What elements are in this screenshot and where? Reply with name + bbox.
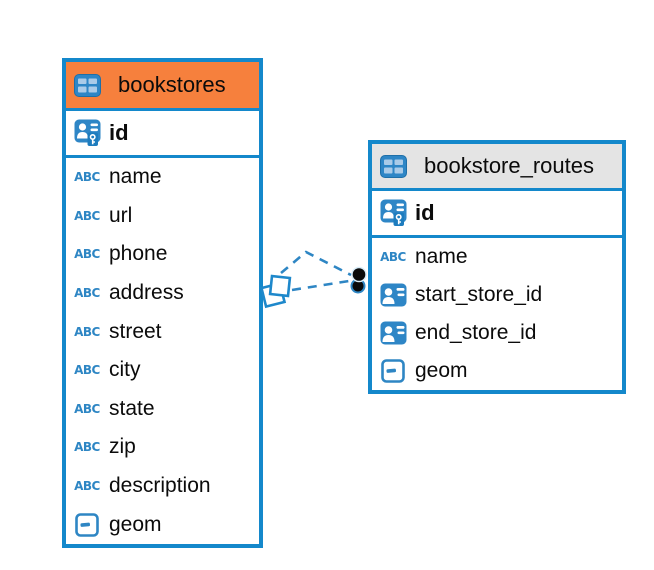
field-row-phone[interactable]: ABC phone [66,235,259,274]
field-row-geom[interactable]: geom [372,352,622,390]
field-name: description [109,474,211,498]
relationship-diamond-marker[interactable] [268,274,292,298]
relationship-dot-marker[interactable] [350,278,366,294]
abc-icon: ABC [74,247,100,262]
field-name: name [415,245,468,268]
field-row-state[interactable]: ABC state [66,390,259,429]
field-name: state [109,396,155,420]
entity-title: bookstore_routes [424,153,594,178]
field-name: zip [109,435,136,459]
abc-icon: ABC [74,401,100,416]
person-key-icon [73,119,101,147]
entity-bookstores-header[interactable]: bookstores [66,62,259,111]
field-row-end-store-id[interactable]: end_store_id [372,314,622,352]
field-row-name[interactable]: ABC name [372,238,622,276]
field-name: end_store_id [415,321,537,344]
entity-bookstores[interactable]: bookstores id ABC name ABC url ABC phone… [62,58,263,548]
field-name: geom [415,359,468,382]
table-icon [379,154,407,178]
field-name: id [109,120,129,145]
field-name: id [415,200,435,225]
entity-title: bookstores [118,72,226,97]
field-name: start_store_id [415,283,543,306]
person-icon [379,321,407,345]
field-name: city [109,358,141,382]
field-row-description[interactable]: ABC description [66,467,259,506]
field-row-start-store-id[interactable]: start_store_id [372,276,622,314]
geometry-icon [73,512,101,537]
table-icon [73,73,101,97]
abc-icon: ABC [380,250,406,264]
field-row-street[interactable]: ABC street [66,312,259,351]
abc-icon: ABC [74,208,100,223]
person-key-icon [379,199,407,227]
field-row-id[interactable]: id [66,111,259,158]
relationship-diamond-marker[interactable] [259,281,287,309]
field-row-id[interactable]: id [372,191,622,238]
geometry-icon [379,359,407,383]
field-name: geom [109,512,162,536]
abc-icon: ABC [74,479,100,494]
field-row-zip[interactable]: ABC zip [66,428,259,467]
person-icon [379,283,407,307]
relationship-line-start-store[interactable] [291,279,350,292]
field-row-name[interactable]: ABC name [66,158,259,197]
field-name: url [109,203,133,227]
field-name: address [109,281,184,305]
relationship-dot-marker[interactable] [351,266,367,283]
field-row-address[interactable]: ABC address [66,274,259,313]
field-row-geom[interactable]: geom [66,505,259,544]
abc-icon: ABC [74,170,100,185]
field-name: name [109,165,162,189]
abc-icon: ABC [74,363,100,378]
entity-bookstore-routes[interactable]: bookstore_routes id ABC name start_store… [368,140,626,394]
field-row-url[interactable]: ABC url [66,197,259,236]
field-name: street [109,319,162,343]
abc-icon: ABC [74,324,100,339]
field-row-city[interactable]: ABC city [66,351,259,390]
relationship-line-end-store[interactable] [280,250,352,277]
abc-icon: ABC [74,286,100,301]
entity-bookstore-routes-header[interactable]: bookstore_routes [372,144,622,191]
field-name: phone [109,242,168,266]
abc-icon: ABC [74,440,100,455]
